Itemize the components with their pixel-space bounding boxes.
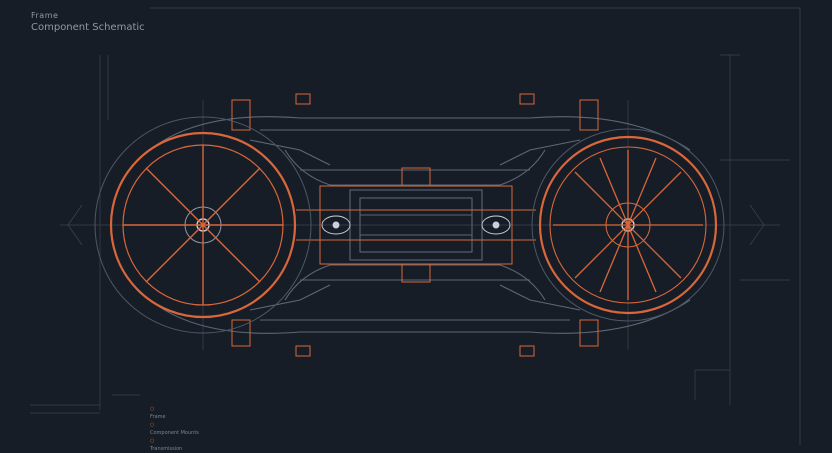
legend-item: ○Frame [150,406,166,420]
right-wheel [531,128,725,322]
legend-item: ○Component Mounts [150,422,199,436]
center-hubs [321,215,511,235]
drawing-title: Component Schematic [31,22,145,33]
legend-item: ○Transmission [150,438,183,452]
left-wheel [94,116,312,334]
legend-notes: ○Frame ○Component Mounts ○Transmission [150,405,199,453]
sheet-frame [30,7,801,445]
drawing-label: Frame [31,11,59,20]
chassis-body [149,116,691,334]
title-block: Frame Component Schematic [31,11,145,33]
frame-accents [231,93,599,357]
construction-lines [60,54,790,410]
